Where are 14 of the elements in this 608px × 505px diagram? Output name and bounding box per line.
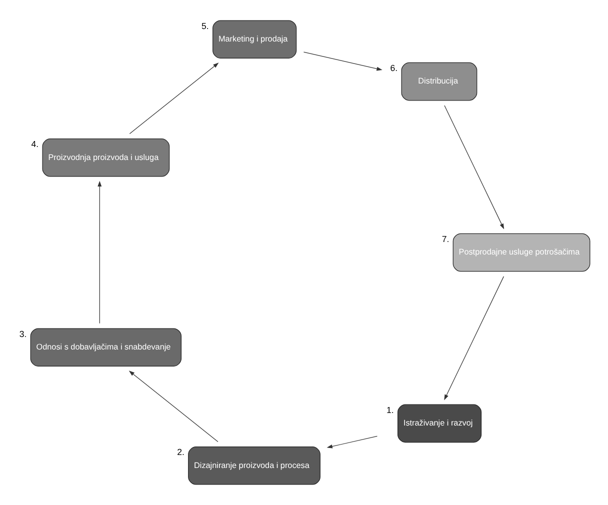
node-label: 7. <box>442 234 450 244</box>
node-label: 3. <box>19 328 27 339</box>
node-label: 4. <box>31 139 39 150</box>
node-label: 1. <box>386 404 394 415</box>
arrow <box>128 370 218 442</box>
arrow <box>303 52 382 71</box>
arrow <box>98 180 102 324</box>
arrow <box>444 276 504 400</box>
node-label: 2. <box>177 447 184 458</box>
node-label: 6. <box>390 63 398 74</box>
arrow <box>129 62 219 134</box>
node-label: 5. <box>202 20 209 31</box>
arrow <box>444 105 504 230</box>
arrow <box>326 436 378 448</box>
